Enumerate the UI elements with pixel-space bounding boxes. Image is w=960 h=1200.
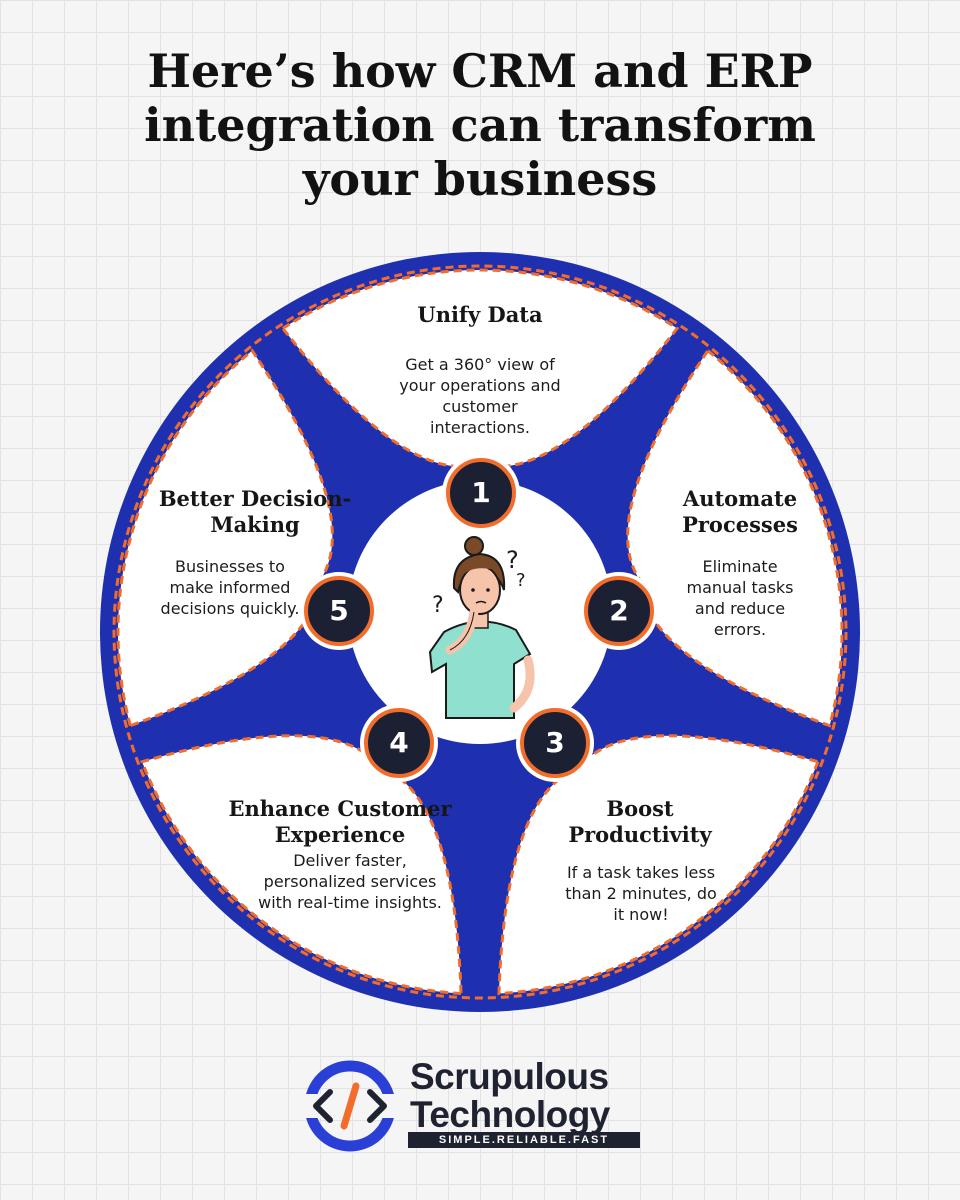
step-3-badge: 3 bbox=[520, 708, 590, 778]
step-1-desc-line: Get a 360° view of bbox=[405, 355, 555, 374]
step-4-title: Enhance Customer Experience bbox=[210, 796, 470, 848]
code-brackets-logo-icon bbox=[300, 1060, 400, 1152]
step-3-title-line: Productivity bbox=[568, 822, 712, 847]
brand-name: Scrupulous Technology bbox=[410, 1058, 610, 1134]
svg-text:?: ? bbox=[506, 546, 519, 574]
step-2-description: Eliminate manual tasks and reduce errors… bbox=[660, 556, 820, 640]
step-2-title: Automate Processes bbox=[650, 486, 830, 538]
step-2-desc-line: manual tasks bbox=[686, 578, 794, 597]
page-title: Here’s how CRM and ERP integration can t… bbox=[0, 44, 960, 206]
step-3-description: If a task takes less than 2 minutes, do … bbox=[526, 862, 756, 925]
step-2-desc-line: errors. bbox=[713, 620, 767, 639]
step-5-desc-line: decisions quickly. bbox=[160, 599, 300, 618]
svg-text:?: ? bbox=[516, 570, 526, 591]
step-5-desc-line: Businesses to bbox=[175, 557, 285, 576]
step-2-title-line: Automate bbox=[682, 486, 798, 511]
step-5-title: Better Decision- Making bbox=[130, 486, 380, 538]
step-1-title-line: Unify Data bbox=[417, 302, 543, 327]
step-1-title: Unify Data bbox=[380, 302, 580, 328]
step-4-desc-line: Deliver faster, bbox=[293, 851, 407, 870]
brand-name-line-2: Technology bbox=[410, 1094, 610, 1135]
step-5-desc-line: make informed bbox=[169, 578, 291, 597]
step-4-badge: 4 bbox=[364, 708, 434, 778]
step-1-desc-line: your operations and bbox=[399, 376, 561, 395]
step-5-title-line: Making bbox=[210, 512, 300, 537]
step-3-desc-line: it now! bbox=[613, 905, 669, 924]
step-4-desc-line: personalized services bbox=[263, 872, 437, 891]
step-5-badge: 5 bbox=[304, 576, 374, 646]
step-5-description: Businesses to make informed decisions qu… bbox=[140, 556, 320, 619]
step-2-desc-line: Eliminate bbox=[702, 557, 778, 576]
step-5-title-line: Better Decision- bbox=[158, 486, 352, 511]
wheel-segment-5 bbox=[116, 348, 334, 728]
step-3-title: Boost Productivity bbox=[540, 796, 740, 848]
step-3-desc-line: than 2 minutes, do bbox=[565, 884, 717, 903]
thinking-person-icon: ? ? ? bbox=[428, 536, 535, 719]
wheel-segment-4 bbox=[140, 734, 463, 996]
step-2-badge: 2 bbox=[584, 576, 654, 646]
title-line-1: Here’s how CRM and ERP bbox=[147, 44, 813, 98]
step-4-description: Deliver faster, personalized services wi… bbox=[220, 850, 480, 913]
step-3-desc-line: If a task takes less bbox=[566, 863, 716, 882]
step-1-description: Get a 360° view of your operations and c… bbox=[360, 354, 600, 438]
brand-tagline: SIMPLE.RELIABLE.FAST bbox=[408, 1132, 640, 1148]
step-4-desc-line: with real-time insights. bbox=[258, 893, 442, 912]
step-1-desc-line: interactions. bbox=[430, 418, 530, 437]
svg-text:?: ? bbox=[432, 593, 444, 618]
step-2-title-line: Processes bbox=[682, 512, 798, 537]
wheel-segment-2 bbox=[626, 348, 844, 728]
step-3-title-line: Boost bbox=[606, 796, 674, 821]
step-4-title-line: Experience bbox=[274, 822, 406, 847]
title-line-3: your business bbox=[302, 152, 658, 206]
step-2-desc-line: and reduce bbox=[694, 599, 786, 618]
step-1-badge: 1 bbox=[446, 458, 516, 528]
title-line-2: integration can transform bbox=[144, 98, 816, 152]
wheel-segment-1 bbox=[280, 268, 680, 469]
wheel-segment-3 bbox=[497, 734, 820, 996]
wheel-dashed-border bbox=[112, 264, 848, 1000]
step-4-title-line: Enhance Customer bbox=[228, 796, 452, 821]
step-1-desc-line: customer bbox=[442, 397, 518, 416]
brand-name-line-1: Scrupulous bbox=[410, 1056, 609, 1097]
